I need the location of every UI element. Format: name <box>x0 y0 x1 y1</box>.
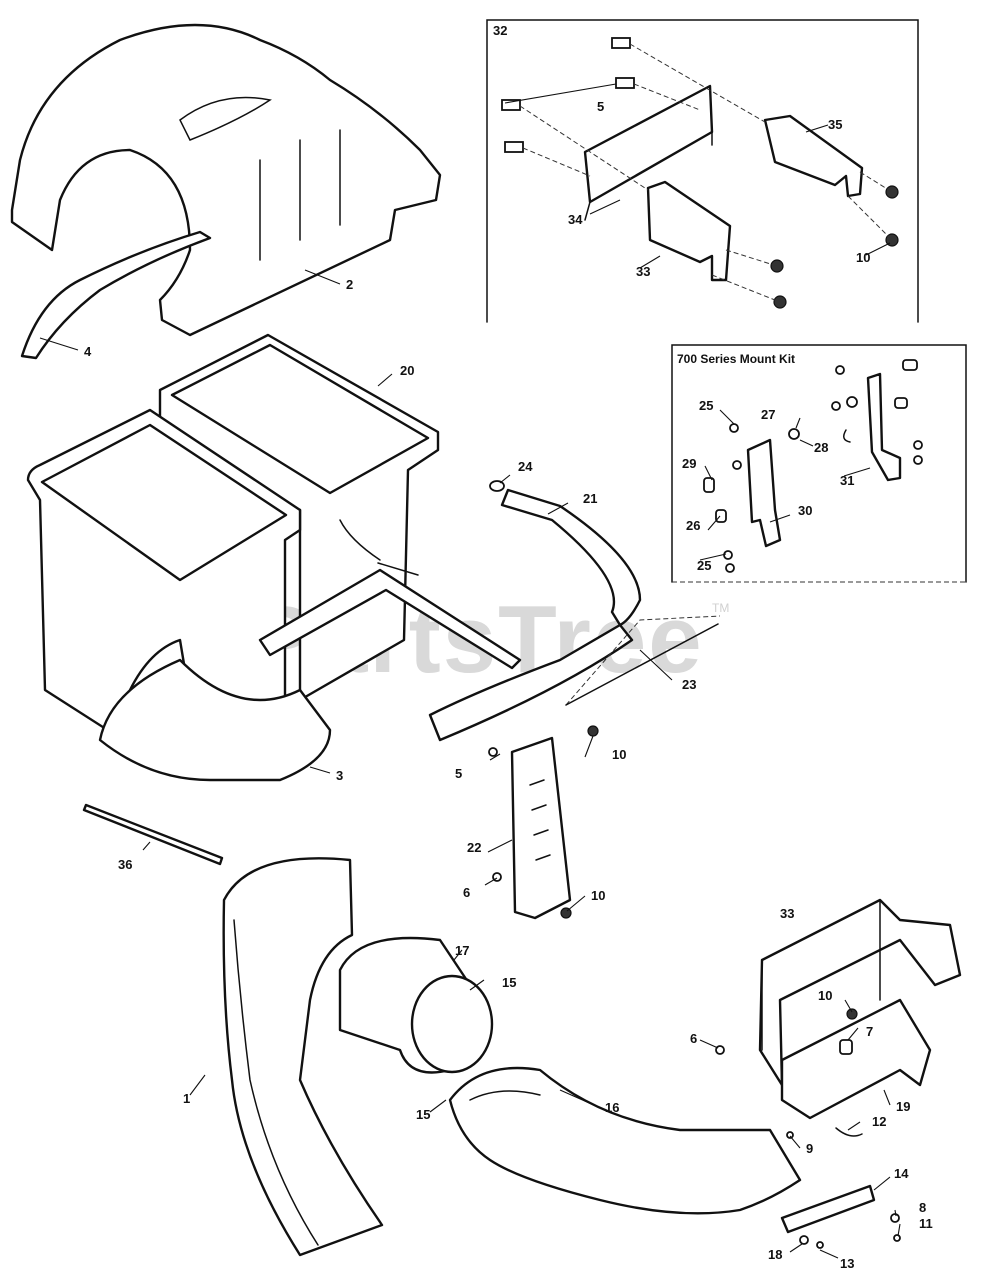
link-14 <box>780 1184 876 1234</box>
mount-bracket-33 <box>758 898 962 1087</box>
callout-21: 21 <box>583 491 597 506</box>
callout-31: 31 <box>840 473 854 488</box>
callout-11: 11 <box>919 1216 933 1231</box>
chute-tube-1 <box>222 857 384 1257</box>
callout-3: 3 <box>336 768 343 783</box>
callout-13: 13 <box>840 1256 854 1271</box>
bracket-33-upper <box>646 180 732 282</box>
callout-28: 28 <box>814 440 828 455</box>
callout-25: 25 <box>699 398 713 413</box>
callout-17: 17 <box>455 943 469 958</box>
callout-5: 5 <box>455 766 462 781</box>
callout-33: 33 <box>780 906 794 921</box>
callout-10: 10 <box>818 988 832 1003</box>
callout-29: 29 <box>682 456 696 471</box>
callout-24: 24 <box>518 459 533 474</box>
callout-6: 6 <box>463 885 470 900</box>
callout-2: 2 <box>346 277 353 292</box>
bracket-31 <box>866 372 902 482</box>
callout-18: 18 <box>768 1247 782 1262</box>
callout-34: 34 <box>568 212 583 227</box>
inset-700-series-mount-kit: 700 Series Mount Kit <box>671 344 967 583</box>
kit-title: 700 Series Mount Kit <box>677 352 795 366</box>
mount-bracket-19 <box>780 998 932 1120</box>
callout-7: 7 <box>866 1024 873 1039</box>
knob-24 <box>489 480 505 492</box>
callout-14: 14 <box>894 1166 909 1181</box>
callout-23: 23 <box>682 677 696 692</box>
callout-36: 36 <box>118 857 132 872</box>
frame-21 <box>258 568 522 670</box>
elbow-chute-16 <box>448 1066 802 1215</box>
liner-4 <box>20 230 212 360</box>
watermark-trademark: TM <box>712 601 729 615</box>
callout-9: 9 <box>806 1141 813 1156</box>
hardware-icon <box>703 359 923 573</box>
pin-12 <box>835 1127 863 1137</box>
callout-10: 10 <box>591 888 605 903</box>
bagger-bags-20 <box>26 333 440 772</box>
bracket-30 <box>746 438 782 548</box>
pin-7 <box>839 1039 853 1055</box>
callout-33: 33 <box>636 264 650 279</box>
callout-8: 8 <box>919 1200 926 1215</box>
bracket-35 <box>763 114 864 198</box>
callout-16: 16 <box>605 1100 619 1115</box>
callout-25: 25 <box>697 558 711 573</box>
callout-4: 4 <box>84 344 92 359</box>
callout-35: 35 <box>828 117 842 132</box>
bolt-icon <box>501 37 635 153</box>
strip-36 <box>82 803 224 866</box>
callout-19: 19 <box>896 1099 910 1114</box>
chute-base-3 <box>98 658 332 782</box>
nut-icon <box>560 907 572 919</box>
callout-26: 26 <box>686 518 700 533</box>
inset-mount-bracket-assembly: 32 <box>486 19 919 323</box>
bagger-cover-2 <box>10 23 442 337</box>
callout-6: 6 <box>690 1031 697 1046</box>
callout-20: 20 <box>400 363 414 378</box>
callout-15: 15 <box>416 1107 430 1122</box>
nut-icon <box>846 1008 858 1020</box>
nut-icon <box>770 185 899 309</box>
inset-label-32: 32 <box>493 23 507 38</box>
callout-30: 30 <box>798 503 812 518</box>
washer-18 <box>799 1235 809 1245</box>
mount-plate-22 <box>510 736 572 920</box>
callout-27: 27 <box>761 407 775 422</box>
callout-1: 1 <box>183 1091 190 1106</box>
callout-22: 22 <box>467 840 481 855</box>
callout-12: 12 <box>872 1114 886 1129</box>
callout-10: 10 <box>612 747 626 762</box>
callout-15: 15 <box>502 975 516 990</box>
callout-10: 10 <box>856 250 870 265</box>
nut-icon <box>587 725 599 737</box>
callout-5: 5 <box>597 99 604 114</box>
bolt-icon <box>488 747 498 757</box>
